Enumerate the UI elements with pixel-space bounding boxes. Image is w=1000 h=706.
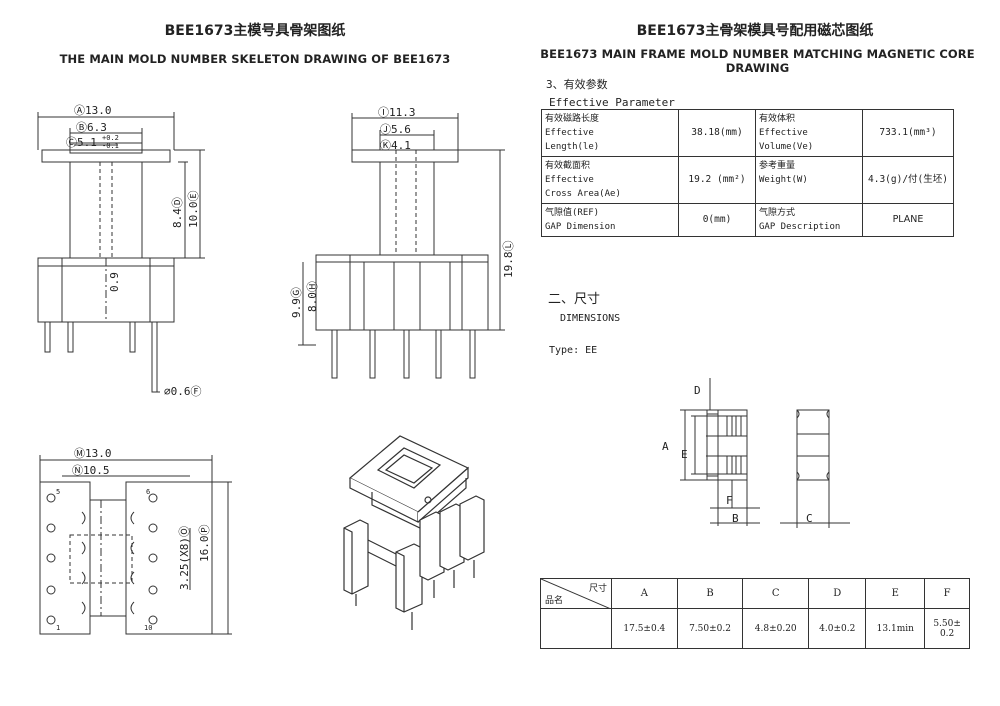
column-header: E	[865, 578, 926, 609]
bottom-o-label: 3.25(X8)Ⓞ	[178, 526, 191, 590]
param-label-en1: Effective	[545, 128, 594, 138]
param-label-cn: 气隙方式	[759, 208, 796, 218]
param-label-en1: GAP Dimension	[545, 222, 616, 232]
param-label-en1: GAP Description	[759, 222, 841, 232]
core-c-label: C	[806, 512, 813, 525]
header-top: 尺寸	[588, 584, 607, 594]
pin5-label: 5	[56, 488, 60, 496]
param-value: 4.3(g)/付(生坯)	[862, 156, 954, 204]
table-cell: 4.8±0.20	[742, 608, 810, 649]
bottom-view	[39, 455, 232, 635]
diagonal-line	[541, 579, 611, 609]
side-view	[298, 113, 505, 379]
param-value: PLANE	[862, 203, 954, 237]
param-label-cn: 有效磁路长度	[545, 114, 600, 124]
table-cell: 17.5±0.4	[611, 608, 678, 649]
front-e-label: 10.0Ⓔ	[187, 191, 200, 229]
side-j-label: Ⓙ5.6	[380, 123, 411, 136]
front-c-label: Ⓒ5.1	[66, 136, 97, 149]
param-value: 19.2 (mm²)	[678, 156, 756, 204]
core-drawing	[680, 378, 850, 528]
table-cell: 13.1min	[865, 608, 926, 649]
header-bottom: 品名	[545, 596, 564, 606]
side-h-label: 8.0Ⓗ	[306, 281, 319, 312]
diagonal-header: 尺寸 品名	[540, 578, 612, 609]
core-f-label: F	[726, 494, 733, 507]
column-header: A	[611, 578, 678, 609]
dimensions-table: 尺寸 品名 A B C D E F 17.5±0.4 7.50±0.2 4.8±…	[540, 578, 970, 649]
right-title: BEE1673主骨架模具号配用磁芯图纸	[636, 23, 874, 39]
side-i-label: Ⓘ11.3	[378, 106, 416, 119]
param-value: 0(mm)	[678, 203, 756, 237]
param-label-cn: 气隙值(REF)	[545, 208, 600, 218]
param-label-cell: 有效截面积 Effective Cross Area(Ae)	[541, 156, 679, 204]
bottom-m-label: Ⓜ13.0	[74, 447, 112, 460]
table-cell	[540, 608, 612, 649]
param-label-en2: Volume(Ve)	[759, 142, 814, 152]
effective-parameter-table: 有效磁路长度 Effective Length(le) 38.18(mm) 有效…	[541, 109, 954, 237]
bottom-n-label: Ⓝ10.5	[72, 464, 110, 477]
table-row: 17.5±0.4 7.50±0.2 4.8±0.20 4.0±0.2 13.1m…	[540, 608, 970, 649]
param-label-en1: Effective	[545, 175, 594, 185]
front-width-label: Ⓐ13.0	[74, 104, 112, 117]
front-view	[37, 112, 205, 393]
param-label-cell: 气隙方式 GAP Description	[755, 203, 863, 237]
core-d-label: D	[694, 384, 701, 397]
core-b-label: B	[732, 512, 739, 525]
param-label-cn: 有效截面积	[545, 161, 591, 171]
table-row: 气隙值(REF) GAP Dimension 0(mm) 气隙方式 GAP De…	[541, 203, 954, 237]
pin6-label: 6	[146, 488, 150, 496]
param-label-en1: Weight(W)	[759, 175, 808, 185]
dimensions-heading-en: DIMENSIONS	[560, 313, 621, 324]
table-cell: 5.50± 0.2	[924, 608, 970, 649]
pin1-label: 1	[56, 624, 60, 632]
params-heading-en: Effective Parameter	[549, 96, 675, 109]
side-k-label: Ⓚ4.1	[380, 139, 411, 152]
param-label-cell: 气隙值(REF) GAP Dimension	[541, 203, 679, 237]
param-label-cn: 参考重量	[759, 161, 796, 171]
param-value: 733.1(mm³)	[862, 109, 954, 157]
param-label-cn: 有效体积	[759, 114, 796, 124]
front-d-label: 8.4Ⓓ	[171, 197, 184, 228]
param-label-cell: 参考重量 Weight(W)	[755, 156, 863, 204]
side-total-label: 19.8Ⓛ	[502, 241, 515, 279]
param-label-cell: 有效磁路长度 Effective Length(le)	[541, 109, 679, 157]
params-heading: 3、有效参数	[546, 78, 608, 91]
front-pin-label: ⌀0.6Ⓕ	[164, 385, 202, 398]
side-g-label: 9.9Ⓖ	[290, 287, 303, 318]
dimensions-heading: 二、尺寸	[548, 292, 601, 307]
column-header: B	[676, 578, 744, 609]
front-h-label: 0.9	[108, 272, 121, 292]
param-label-en2: Length(le)	[545, 142, 600, 152]
right-subtitle: BEE1673 MAIN FRAME MOLD NUMBER MATCHING …	[540, 47, 975, 75]
front-c-tol2-label: -0.1	[102, 142, 119, 150]
column-header: D	[808, 578, 867, 609]
column-header: F	[924, 578, 970, 609]
front-c-tol-label: +0.2	[102, 134, 119, 142]
table-cell: 4.0±0.2	[808, 608, 867, 649]
table-cell: 7.50±0.2	[676, 608, 744, 649]
param-label-en2: Cross Area(Ae)	[545, 189, 621, 199]
table-row: 有效磁路长度 Effective Length(le) 38.18(mm) 有效…	[541, 109, 954, 157]
left-title: BEE1673主模号具骨架图纸	[164, 23, 346, 39]
param-label-en1: Effective	[759, 128, 808, 138]
core-type: Type: EE	[549, 345, 598, 356]
core-a-label: A	[662, 440, 669, 453]
front-b-label: Ⓑ6.3	[76, 121, 107, 134]
pin10-label: 10	[144, 624, 152, 632]
bottom-p-label: 16.0Ⓟ	[198, 525, 211, 563]
param-value: 38.18(mm)	[678, 109, 756, 157]
table-header-row: 尺寸 品名 A B C D E F	[540, 578, 970, 609]
isometric-view	[343, 435, 485, 630]
left-subtitle: THE MAIN MOLD NUMBER SKELETON DRAWING OF…	[59, 52, 451, 66]
param-label-cell: 有效体积 Effective Volume(Ve)	[755, 109, 863, 157]
bobbin-drawings: Ⓐ13.0 Ⓑ6.3 Ⓒ5.1 +0.2 -0.1 8.4Ⓓ 10.0Ⓔ 0.9…	[37, 104, 515, 635]
table-row: 有效截面积 Effective Cross Area(Ae) 19.2 (mm²…	[541, 156, 954, 204]
column-header: C	[742, 578, 810, 609]
core-e-label: E	[681, 448, 688, 461]
